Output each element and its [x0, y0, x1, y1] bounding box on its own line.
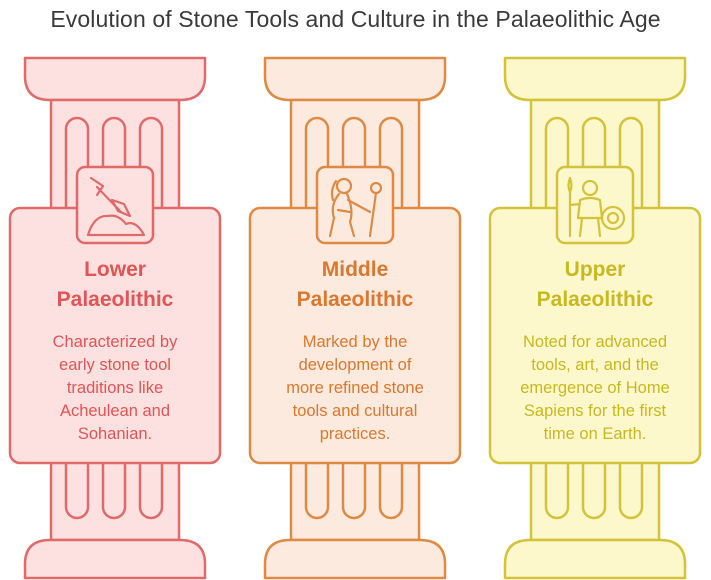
heading-middle-palaeolithic: Middle Palaeolithic [250, 255, 460, 315]
pillar-lower [8, 56, 222, 580]
warrior-with-spear-shield-icon [567, 176, 626, 238]
description-line: development of [298, 356, 412, 374]
description-line: Sapiens for the first [523, 402, 667, 420]
heading-upper-palaeolithic: Upper Palaeolithic [490, 255, 700, 315]
description-upper-palaeolithic: Noted for advanced tools, art, and the e… [500, 331, 690, 446]
heading-line: Lower [84, 258, 146, 281]
diagram-title: Evolution of Stone Tools and Culture in … [50, 6, 661, 32]
description-line: traditions like [66, 379, 164, 397]
description-line: Characterized by [52, 333, 178, 351]
description-line: tools, art, and the [531, 356, 659, 374]
pillar-middle [248, 56, 462, 580]
description-lower-palaeolithic: Characterized by early stone tool tradit… [20, 331, 210, 446]
heading-line: Palaeolithic [56, 288, 174, 311]
description-line: practices. [319, 425, 391, 443]
description-middle-palaeolithic: Marked by the development of more refine… [260, 331, 450, 446]
description-line: tools and cultural [292, 402, 418, 420]
description-line: Noted for advanced [522, 333, 667, 351]
pillar-upper [488, 56, 702, 580]
heading-line: Palaeolithic [296, 288, 414, 311]
description-line: early stone tool [59, 356, 171, 374]
description-line: Sohanian. [77, 425, 153, 443]
description-line: Marked by the [302, 333, 408, 351]
heading-lower-palaeolithic: Lower Palaeolithic [10, 255, 220, 315]
stone-tool-digging-icon [86, 176, 146, 237]
description-line: more refined stone [286, 379, 424, 397]
heading-line: Upper [564, 258, 626, 281]
description-line: time on Earth. [543, 425, 647, 443]
hominin-with-staff-icon [328, 177, 383, 238]
heading-line: Middle [321, 258, 389, 281]
heading-line: Palaeolithic [536, 288, 654, 311]
description-line: emergence of Home [520, 379, 670, 397]
description-line: Acheulean and [59, 402, 171, 420]
